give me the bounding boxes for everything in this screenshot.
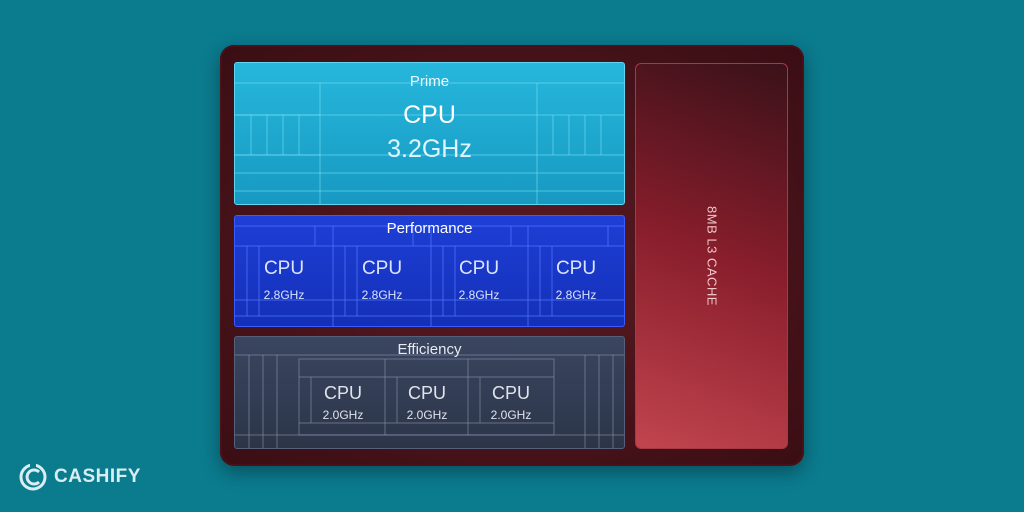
- brand-name: CASHIFY: [54, 466, 141, 487]
- efficiency-grid-lines: [235, 354, 624, 448]
- performance-grid-lines: [235, 225, 624, 326]
- prime-title: Prime: [409, 73, 450, 90]
- core-frequency: 2.8GHz: [458, 288, 500, 302]
- performance-core-block: Performance CPU 2.8GHz CPU 2.8GHz CPU 2.…: [234, 215, 625, 327]
- cache-label: 8MB L3 CACHE: [704, 206, 719, 306]
- prime-frequency: 3.2GHz: [387, 135, 472, 163]
- core-label: CPU: [361, 258, 403, 279]
- core-frequency: 2.8GHz: [263, 288, 305, 302]
- soc-diagram: Prime CPU 3.2GHz: [220, 45, 804, 466]
- core-frequency: 2.8GHz: [555, 288, 597, 302]
- core-label: CPU: [491, 383, 530, 403]
- core-frequency: 2.0GHz: [322, 408, 364, 422]
- cashify-watermark: CASHIFY: [18, 460, 141, 494]
- cashify-logo-icon: [19, 462, 47, 491]
- performance-core-2: CPU 2.8GHz: [337, 258, 427, 302]
- efficiency-core-2: CPU 2.0GHz: [387, 383, 467, 422]
- performance-title: Performance: [386, 220, 473, 237]
- prime-grid-lines: [235, 82, 624, 204]
- efficiency-core-block: Efficiency CPU 2.0GHz CPU 2.0GHz CPU 2.0…: [234, 336, 625, 449]
- core-frequency: 2.0GHz: [490, 408, 532, 422]
- l3-cache-block: 8MB L3 CACHE: [635, 63, 788, 449]
- efficiency-core-1: CPU 2.0GHz: [303, 383, 383, 422]
- core-label: CPU: [407, 383, 446, 403]
- prime-cpu-label: CPU: [403, 101, 456, 129]
- performance-core-3: CPU 2.8GHz: [434, 258, 524, 302]
- core-label: CPU: [263, 258, 305, 279]
- core-label: CPU: [555, 258, 597, 279]
- performance-core-1: CPU 2.8GHz: [239, 258, 329, 302]
- prime-core-block: Prime CPU 3.2GHz: [234, 62, 625, 205]
- performance-core-4: CPU 2.8GHz: [531, 258, 621, 302]
- efficiency-title: Efficiency: [397, 341, 462, 358]
- core-frequency: 2.8GHz: [361, 288, 403, 302]
- efficiency-core-3: CPU 2.0GHz: [471, 383, 551, 422]
- core-label: CPU: [323, 383, 362, 403]
- core-label: CPU: [458, 258, 500, 279]
- core-frequency: 2.0GHz: [406, 408, 448, 422]
